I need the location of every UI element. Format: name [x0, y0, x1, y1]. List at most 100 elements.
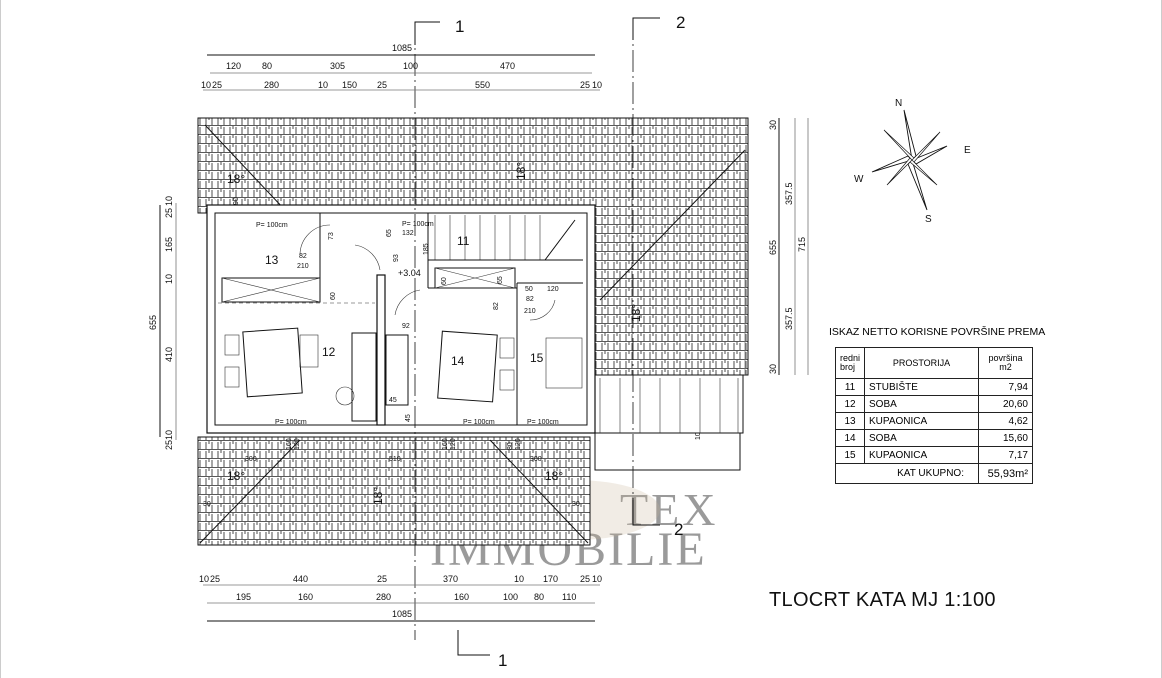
dim: 120: [226, 61, 241, 71]
floor-walls: [206, 204, 596, 434]
dim: 160: [454, 592, 469, 602]
right-dimensions: 655 30 357.5 357.5 30 715: [768, 118, 809, 375]
dim-bottom-total: 1085: [392, 609, 412, 619]
dim: 10: [164, 274, 174, 284]
row-area: 7,94: [978, 378, 1033, 396]
total-label: KAT UKUPNO:: [835, 463, 979, 484]
dim: 195: [236, 592, 251, 602]
north-arrow-icon: N E S W: [854, 98, 971, 225]
dim: 10: [695, 432, 702, 440]
dim: 300: [245, 456, 257, 463]
dim: 10: [164, 196, 174, 206]
dim: 470: [500, 61, 515, 71]
dim: 150: [342, 80, 357, 90]
row-area: 7,17: [978, 446, 1033, 464]
row-room: KUPAONICA: [864, 412, 979, 430]
section-1-top-label: 1: [455, 17, 464, 36]
dim: 30: [572, 501, 580, 508]
dim: 100: [503, 592, 518, 602]
room-14-label: 14: [451, 354, 465, 368]
row-room: STUBIŠTE: [864, 378, 979, 396]
beds: [224, 327, 583, 403]
compass-e: E: [964, 145, 971, 156]
dim: 10: [164, 430, 174, 440]
dim: 10: [514, 574, 524, 584]
row-no: 14: [834, 429, 866, 447]
pergola: [594, 374, 744, 471]
slope-label: 18°: [227, 172, 245, 186]
table-total-row: KAT UKUPNO: 55,93m²: [835, 463, 1033, 484]
dim: 410: [164, 347, 174, 362]
row-room: SOBA: [864, 395, 979, 413]
dim: 45: [389, 397, 397, 404]
dim: 100: [403, 61, 418, 71]
dim: 80: [507, 442, 514, 450]
dim: 25: [580, 574, 590, 584]
window-label: P= 100cm: [256, 222, 288, 229]
section-2-bottom-label: 2: [674, 520, 683, 539]
dim: 370: [443, 574, 458, 584]
room-labels: 11 12 13 14 15: [265, 234, 544, 368]
dim: 165: [164, 237, 174, 252]
dim: 82: [299, 253, 307, 260]
drawing-title: TLOCRT KATA MJ 1:100: [769, 589, 996, 611]
section-line-2: 2 2: [632, 13, 685, 539]
room-11-label: 11: [457, 234, 470, 248]
dim: 120: [450, 438, 457, 450]
stair: [428, 215, 583, 261]
level-mark: +3.04: [398, 268, 421, 278]
dim: 50: [525, 286, 533, 293]
row-no: 11: [834, 378, 866, 396]
left-dimensions: 655 25 10 165 10 410 10 25: [148, 196, 177, 450]
area-table: ISKAZ NETTO KORISNE POVRŠINE PREMA redni…: [829, 326, 1045, 484]
dim: 510: [389, 456, 401, 463]
top-dimensions: 1085 120 80 305 100 470 10 25 280 10 150…: [201, 43, 602, 91]
row-area: 20,60: [978, 395, 1033, 413]
dim: 185: [423, 243, 430, 255]
dim: 280: [264, 80, 279, 90]
dim-right-overall: 715: [797, 237, 807, 252]
dim: 300: [530, 456, 542, 463]
compass-w: W: [854, 174, 864, 185]
dim: 110: [562, 592, 576, 602]
dim: 120: [547, 286, 559, 293]
slope-label: 18°: [514, 162, 528, 180]
dim: 160: [286, 438, 293, 450]
compass-n: N: [895, 98, 902, 109]
dim: 60: [330, 292, 337, 300]
dim: 132: [402, 230, 414, 237]
dim: 73: [328, 232, 335, 240]
dim: 45: [405, 414, 412, 422]
dim: 210: [524, 308, 536, 315]
dim: 82: [526, 296, 534, 303]
dim: 65: [386, 229, 393, 237]
bottom-dimensions: 10 25 440 25 370 10 170 25 10 195 160 28…: [199, 574, 602, 622]
compass-s: S: [925, 214, 932, 225]
row-no: 15: [834, 446, 866, 464]
row-no: 13: [834, 412, 866, 430]
dim: 170: [543, 574, 558, 584]
dim: 25: [210, 574, 220, 584]
window-label: P= 100cm: [463, 419, 495, 426]
slope-label: 18°: [545, 469, 563, 483]
dim-top-total: 1085: [392, 43, 412, 53]
dim: 25: [377, 80, 387, 90]
dim: 90: [233, 197, 240, 205]
dim: 280: [376, 592, 391, 602]
header-area: površina m2: [978, 347, 1033, 379]
dim: 80: [262, 61, 272, 71]
dim: 30: [203, 501, 211, 508]
dim: 550: [475, 80, 490, 90]
row-room: SOBA: [864, 429, 979, 447]
window-label: P= 100cm: [275, 419, 307, 426]
room-12-label: 12: [322, 345, 336, 359]
dim: 357.5: [784, 307, 794, 330]
row-area: 15,60: [978, 429, 1033, 447]
dim: 25: [164, 440, 174, 450]
dim: 10: [592, 80, 602, 90]
dim: 80: [534, 592, 544, 602]
